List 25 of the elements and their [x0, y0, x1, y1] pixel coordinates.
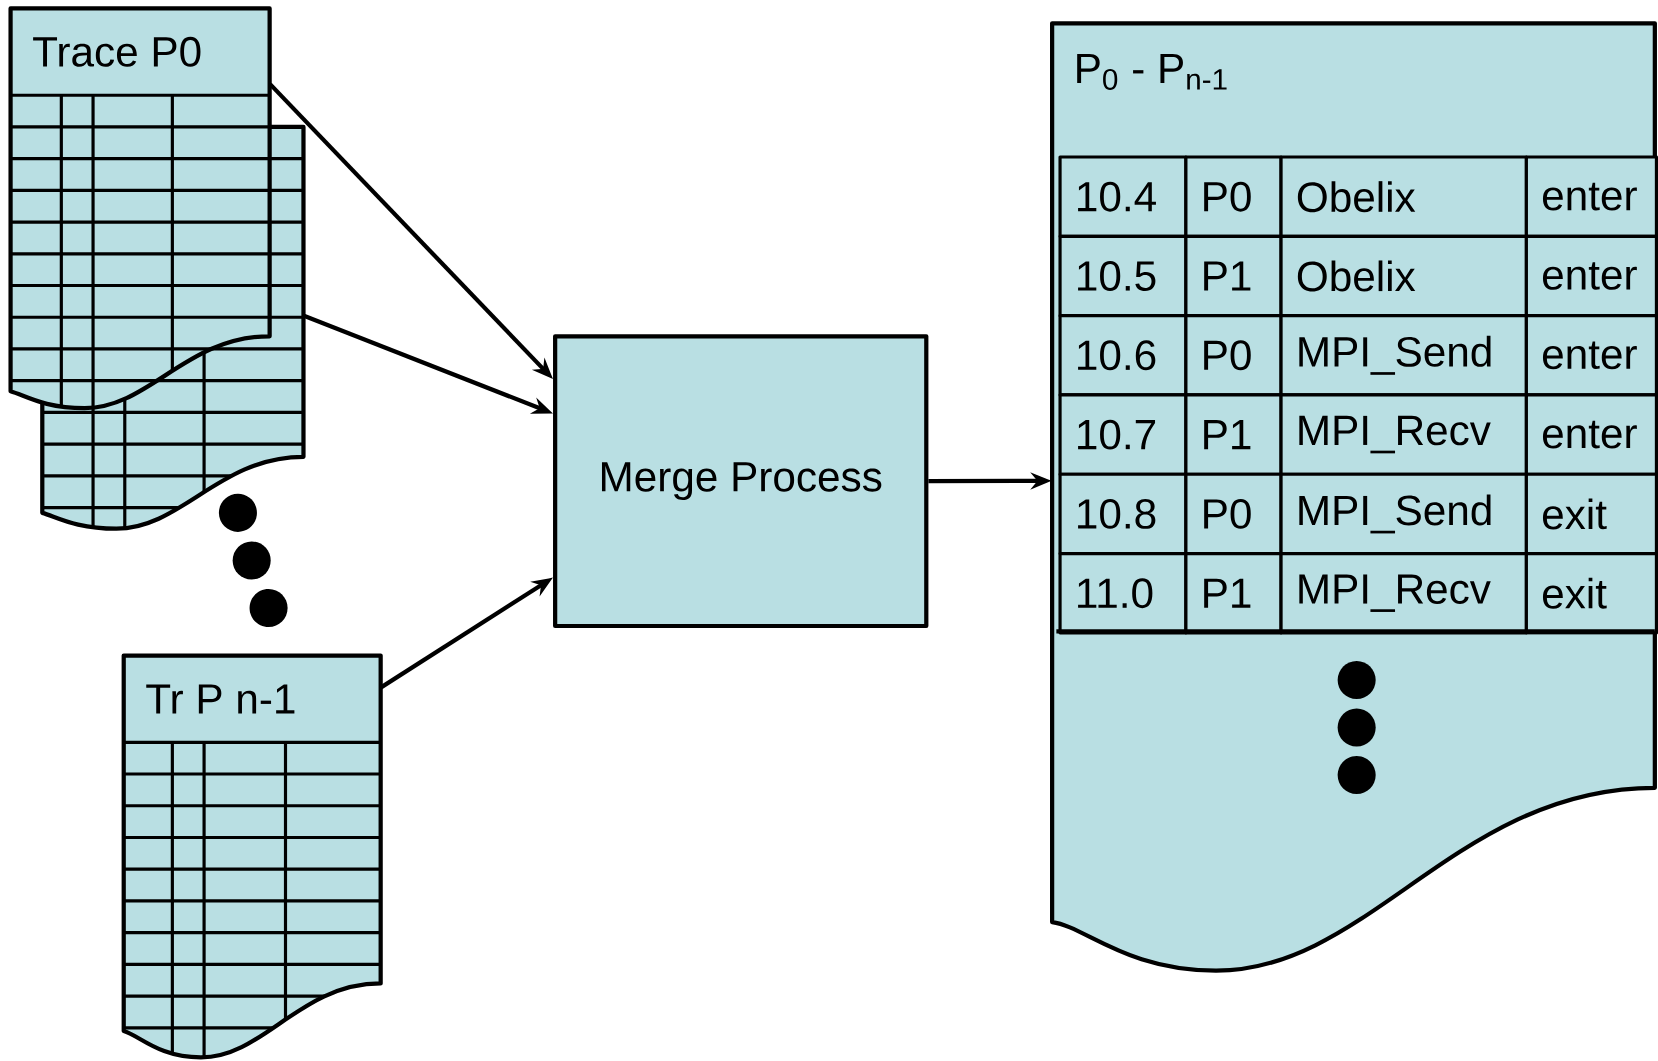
document-drawing — [8, 6, 272, 411]
table-cell: enter — [1524, 155, 1658, 239]
table-cell: P0 — [1184, 314, 1283, 397]
document-title: P$_{0}$ - P$_{n-1}$ — [1077, 54, 1227, 91]
table-cell: P0 — [1184, 155, 1283, 239]
table-cell: 10.4 — [1058, 155, 1188, 239]
table-cell: 10.6 — [1058, 314, 1188, 397]
table-cell: exit — [1524, 552, 1658, 635]
document-drawing — [1050, 21, 1658, 974]
table-cell: enter — [1524, 393, 1658, 477]
table-cell: enter — [1524, 314, 1658, 397]
table-cell: exit — [1524, 472, 1658, 556]
process-box: Merge Process — [553, 334, 929, 629]
table-cell: 10.5 — [1058, 234, 1188, 318]
table-cell: enter — [1524, 234, 1658, 318]
table-cell: P1 — [1184, 234, 1283, 318]
table-cell: 10.7 — [1058, 393, 1188, 477]
table-cell: P1 — [1184, 552, 1283, 635]
table-cell: 11.0 — [1058, 552, 1188, 635]
table-cell: P0 — [1184, 472, 1283, 556]
document-drawing — [121, 653, 383, 1060]
document-title: Trace P0 — [33, 37, 201, 67]
document-title: Tr P n-1 — [146, 684, 295, 714]
table-cell: P1 — [1184, 393, 1283, 477]
table-cell: 10.8 — [1058, 472, 1188, 556]
